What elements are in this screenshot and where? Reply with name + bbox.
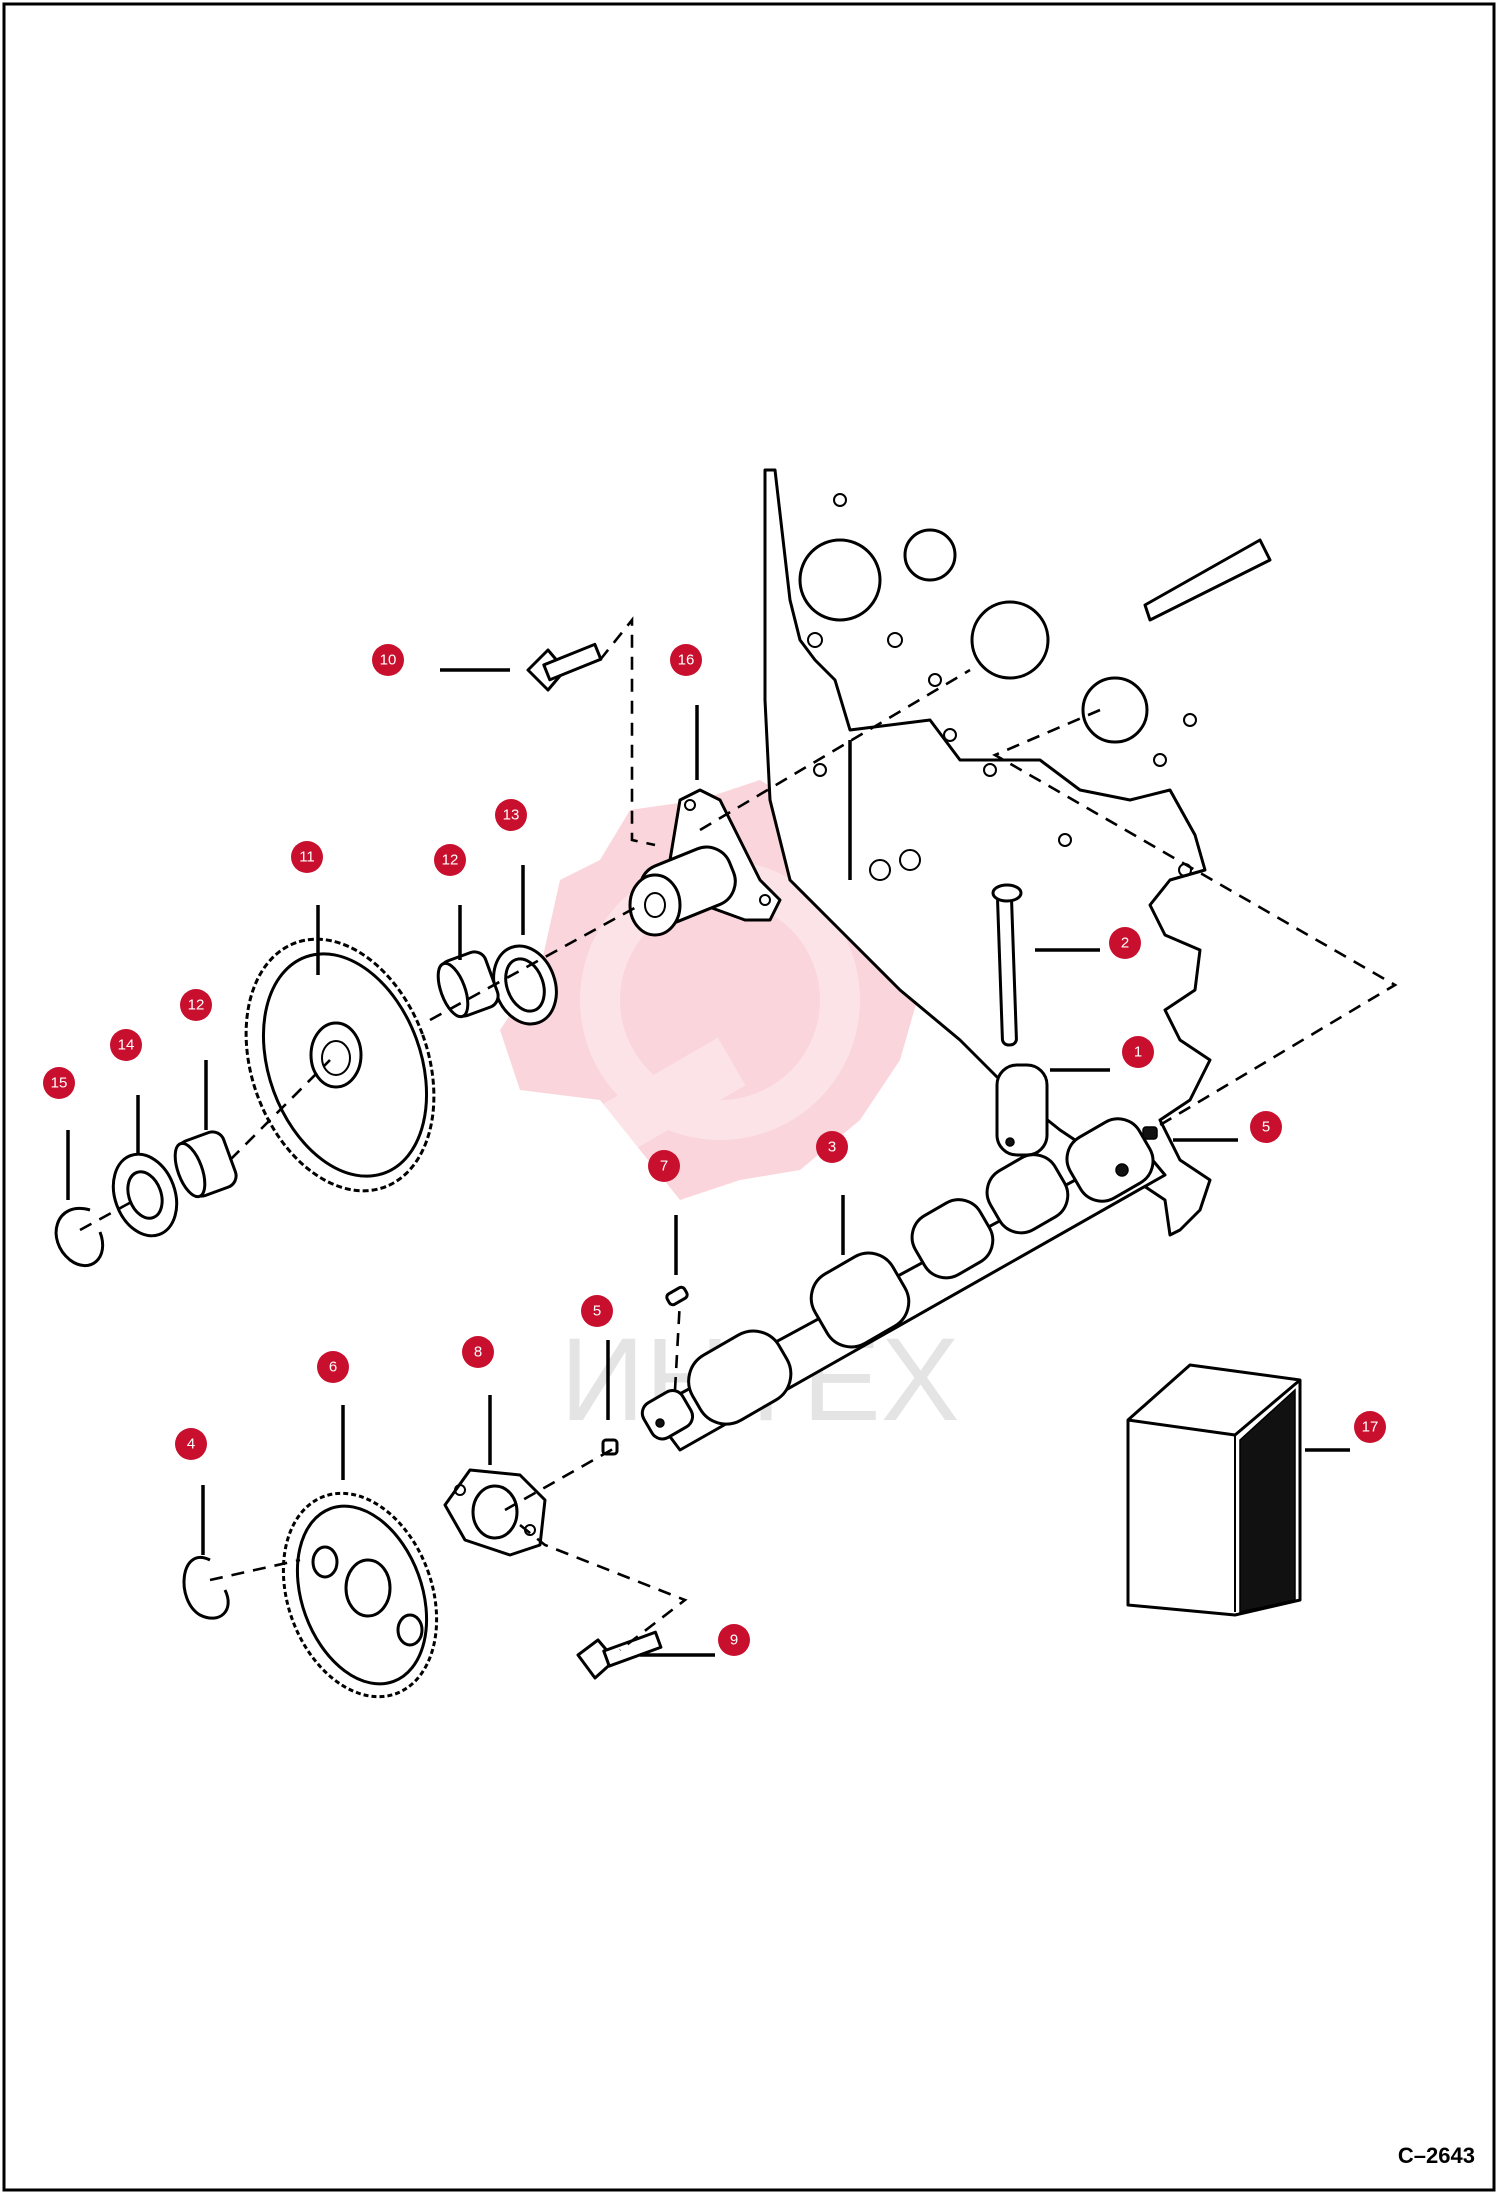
assembly-lines <box>79 616 1398 1652</box>
svg-text:2: 2 <box>1121 935 1129 952</box>
callout-8[interactable]: 8 <box>462 1336 494 1368</box>
dowel-pin-lower <box>601 1438 619 1456</box>
callout-9[interactable]: 9 <box>718 1624 750 1656</box>
svg-text:5: 5 <box>1262 1119 1270 1136</box>
callout-11[interactable]: 11 <box>291 841 323 873</box>
key-pin <box>665 1285 689 1307</box>
callout-6[interactable]: 6 <box>317 1351 349 1383</box>
thrust-plate <box>443 1468 547 1557</box>
parts-kit-box <box>1126 1363 1302 1617</box>
svg-text:8: 8 <box>474 1344 482 1361</box>
bushing-12-lower <box>173 1130 238 1199</box>
idler-gear <box>244 937 436 1193</box>
callout-17[interactable]: 17 <box>1354 1411 1386 1443</box>
leader-lines <box>66 668 1350 1657</box>
callout-3[interactable]: 3 <box>816 1131 848 1163</box>
callout-16[interactable]: 16 <box>670 644 702 676</box>
callout-13[interactable]: 13 <box>495 799 527 831</box>
snap-ring-15 <box>54 1206 105 1268</box>
callout-badges: 10 16 11 12 13 2 12 14 <box>43 644 1386 1656</box>
callout-12-lower[interactable]: 12 <box>180 989 212 1021</box>
bolt-upper <box>526 642 603 692</box>
push-rod <box>991 883 1023 1047</box>
svg-text:16: 16 <box>678 652 695 669</box>
svg-text:1: 1 <box>1134 1044 1142 1061</box>
svg-text:13: 13 <box>503 807 520 824</box>
svg-text:5: 5 <box>593 1303 601 1320</box>
callout-1[interactable]: 1 <box>1122 1036 1154 1068</box>
callout-10[interactable]: 10 <box>372 644 404 676</box>
drawing-reference: C–2643 <box>1398 2143 1475 2168</box>
svg-text:9: 9 <box>730 1632 738 1649</box>
callout-2[interactable]: 2 <box>1109 927 1141 959</box>
svg-text:7: 7 <box>660 1158 668 1175</box>
svg-text:15: 15 <box>51 1075 68 1092</box>
thrust-washer-14 <box>111 1152 179 1238</box>
svg-text:11: 11 <box>299 849 315 866</box>
engine-front-plate <box>763 468 1272 1237</box>
callout-7[interactable]: 7 <box>648 1150 680 1182</box>
svg-text:14: 14 <box>118 1037 135 1054</box>
dowel-pin <box>1142 1126 1158 1140</box>
svg-text:12: 12 <box>442 852 459 869</box>
svg-text:3: 3 <box>828 1139 836 1156</box>
callout-5[interactable]: 5 <box>1250 1111 1282 1143</box>
svg-text:10: 10 <box>380 652 397 669</box>
callout-14[interactable]: 14 <box>110 1029 142 1061</box>
idler-stub-shaft <box>628 788 782 937</box>
callout-15[interactable]: 15 <box>43 1067 75 1099</box>
svg-text:6: 6 <box>329 1359 337 1376</box>
callout-5-lower[interactable]: 5 <box>581 1295 613 1327</box>
callout-4[interactable]: 4 <box>175 1428 207 1460</box>
camshaft-gear <box>281 1491 439 1699</box>
camshaft <box>640 1117 1167 1452</box>
tappet <box>995 1063 1049 1157</box>
bushing-12-upper <box>436 950 500 1019</box>
svg-text:17: 17 <box>1362 1419 1379 1436</box>
snap-ring-4 <box>182 1556 230 1620</box>
svg-text:4: 4 <box>187 1436 195 1453</box>
callout-12[interactable]: 12 <box>434 844 466 876</box>
svg-text:12: 12 <box>188 997 205 1014</box>
